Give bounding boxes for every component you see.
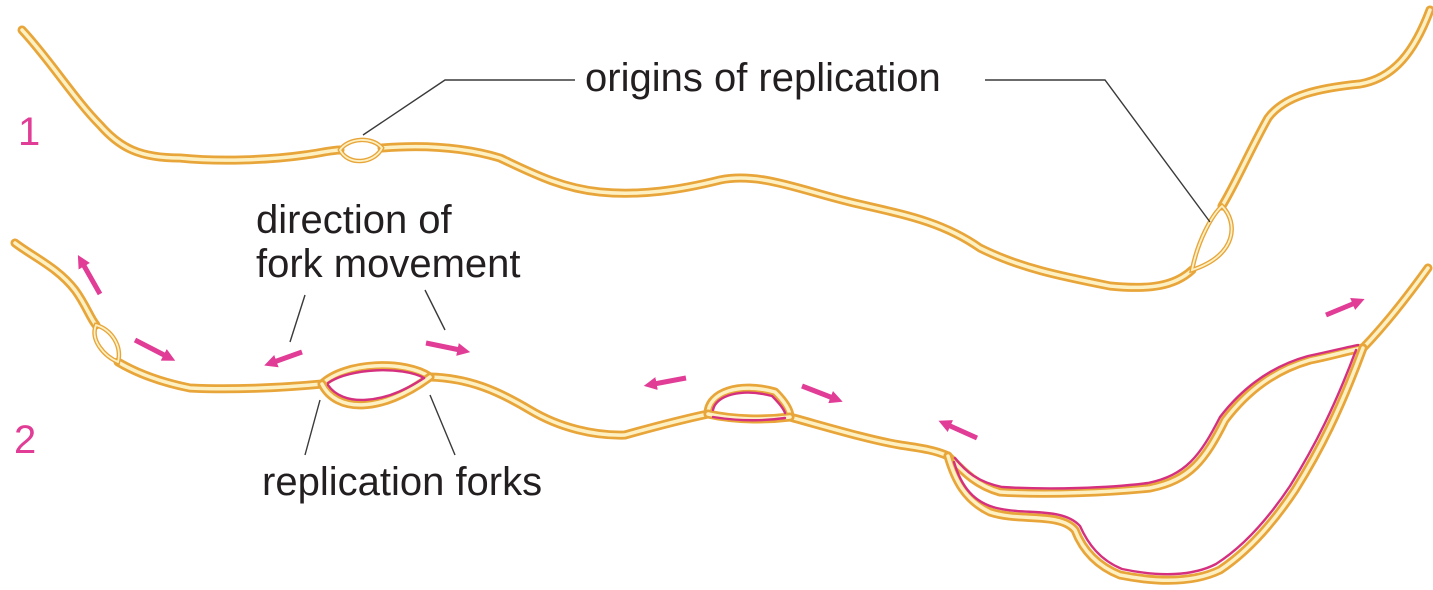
replication-bubble — [322, 366, 430, 405]
arrow-icon — [83, 264, 100, 294]
label-replication-forks: replication forks — [262, 462, 542, 502]
replication-bubble — [708, 388, 790, 420]
label-direction-line1: direction of — [256, 200, 452, 240]
replication-origin-bubble — [340, 140, 382, 161]
stage-number-2: 2 — [14, 420, 36, 460]
arrow-icon — [1326, 303, 1355, 315]
arrow-icon — [654, 378, 686, 384]
replication-bubble-large — [948, 345, 1363, 580]
arrow-icon — [135, 340, 166, 356]
replication-origin-bubble — [1192, 206, 1232, 270]
arrow-icon — [426, 343, 460, 350]
replication-bubble-small — [95, 325, 119, 362]
arrow-icon — [802, 386, 833, 398]
stage-number-1: 1 — [18, 112, 40, 152]
label-origins-of-replication: origins of replication — [585, 58, 941, 98]
dna-molecule-stage1 — [22, 10, 1430, 287]
label-direction-line2: fork movement — [256, 244, 521, 284]
arrow-icon — [274, 352, 302, 362]
arrow-icon — [948, 425, 977, 438]
